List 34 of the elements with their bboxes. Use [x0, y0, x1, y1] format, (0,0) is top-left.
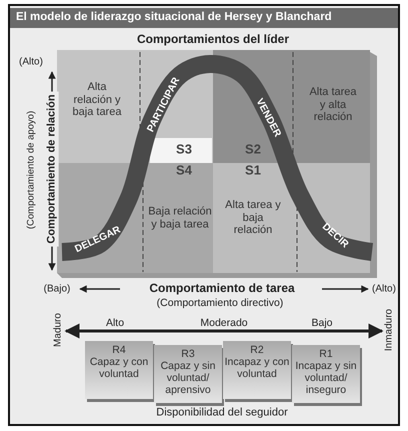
readiness-text: Capaz y con voluntad — [88, 356, 150, 380]
scale-title: Disponibilidad del seguidor — [156, 406, 288, 420]
quadrant-text: Alta relación y baja tarea — [72, 81, 122, 119]
readiness-code: R3 — [180, 348, 196, 360]
readiness-box — [292, 345, 360, 403]
chart-heading: Comportamientos del líder — [136, 33, 290, 47]
axis-label: (Alto) — [19, 56, 43, 68]
readiness-box — [223, 341, 291, 399]
scale-label: Moderado — [200, 316, 248, 330]
readiness-text: Incapaz y sin voluntad/ inseguro — [294, 360, 358, 396]
readiness-code: R1 — [318, 348, 334, 360]
axis-subtitle: (Comportamiento directivo) — [156, 296, 284, 310]
axis-subtitle: (Comportamiento de apoyo) — [26, 110, 38, 230]
scale-label: Bajo — [312, 316, 332, 330]
scale-label: Alto — [106, 316, 124, 330]
readiness-box — [154, 345, 222, 403]
axis-label: (Bajo) — [44, 283, 70, 295]
readiness-code: R4 — [111, 344, 127, 356]
style-code: S1 — [244, 164, 262, 178]
quadrant-text: Alta tarea y alta relación — [308, 86, 358, 124]
style-code: S2 — [244, 142, 262, 158]
axis-title: Comportamiento de relación — [46, 91, 58, 247]
style-code: S3 — [175, 142, 193, 158]
readiness-code: R2 — [249, 344, 265, 356]
readiness-text: Capaz y sin voluntad/ aprensivo — [160, 360, 216, 396]
quadrant-text: Baja relación y baja tarea — [147, 205, 213, 231]
readiness-box — [85, 341, 153, 399]
style-code: S4 — [175, 164, 193, 178]
scale-end-label: Maduro — [52, 313, 64, 347]
readiness-text: Incapaz y con voluntad — [224, 356, 290, 380]
scale-end-label: Inmaduro — [383, 308, 395, 352]
diagram-title: El modelo de liderazgo situacional de Hersey y Blanchard — [16, 11, 332, 23]
axis-label: (Alto) — [372, 283, 396, 295]
quadrant-text: Alta tarea y baja relación — [225, 199, 281, 237]
